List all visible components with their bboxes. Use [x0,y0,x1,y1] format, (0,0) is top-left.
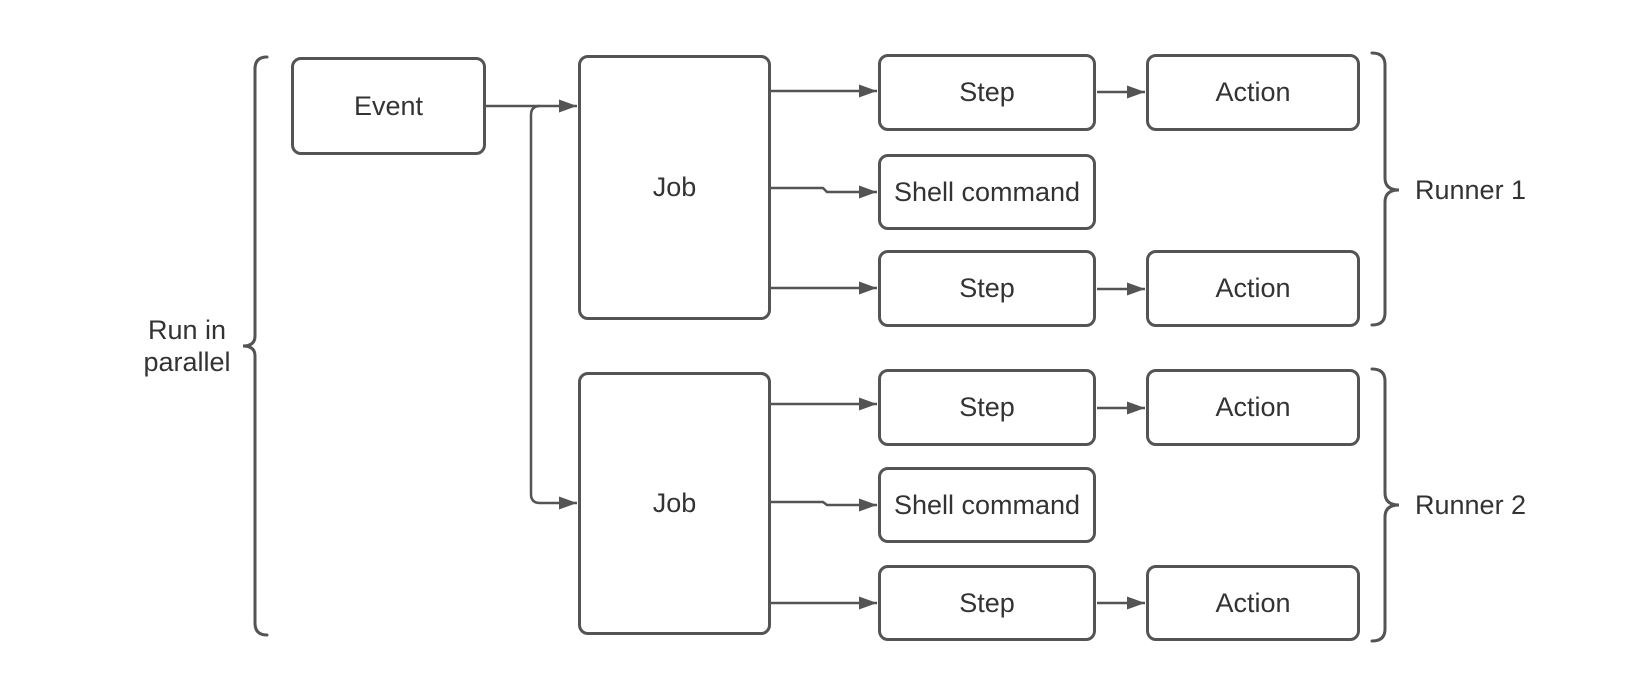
shell-command1-node: Shell command [878,154,1096,230]
event-label: Event [353,90,424,121]
action4-label: Action [1215,587,1291,618]
runner2-brace [1370,367,1400,643]
connector-job1-to-shell1 [771,185,877,199]
action4-node: Action [1146,565,1360,641]
step4-node: Step [878,565,1096,641]
runner1-brace [1370,51,1400,327]
step2-node: Step [878,250,1096,327]
connector-job2-to-shell2 [771,498,877,512]
action3-node: Action [1146,369,1360,446]
job1-node: Job [578,55,771,320]
action1-node: Action [1146,54,1360,131]
job1-label: Job [652,172,697,203]
event-node: Event [291,57,486,155]
step1-node: Step [878,54,1096,131]
runner2-label: Runner 2 [1415,490,1527,520]
job2-node: Job [578,372,771,635]
action2-label: Action [1215,273,1291,304]
runner1-label: Runner 1 [1415,175,1527,205]
step2-label: Step [959,273,1015,304]
action3-label: Action [1215,392,1291,423]
action1-label: Action [1215,77,1291,108]
run-in-parallel-label: Run in parallel [143,315,231,377]
action2-node: Action [1146,250,1360,327]
step3-label: Step [959,392,1015,423]
run-in-parallel-brace [242,55,269,637]
shell-command2-label: Shell command [893,489,1081,520]
step1-label: Step [959,77,1015,108]
step4-label: Step [959,587,1015,618]
job2-label: Job [652,488,697,519]
shell-command1-label: Shell command [893,176,1081,207]
connector-event-to-job2 [529,104,577,510]
shell-command2-node: Shell command [878,467,1096,543]
step3-node: Step [878,369,1096,446]
